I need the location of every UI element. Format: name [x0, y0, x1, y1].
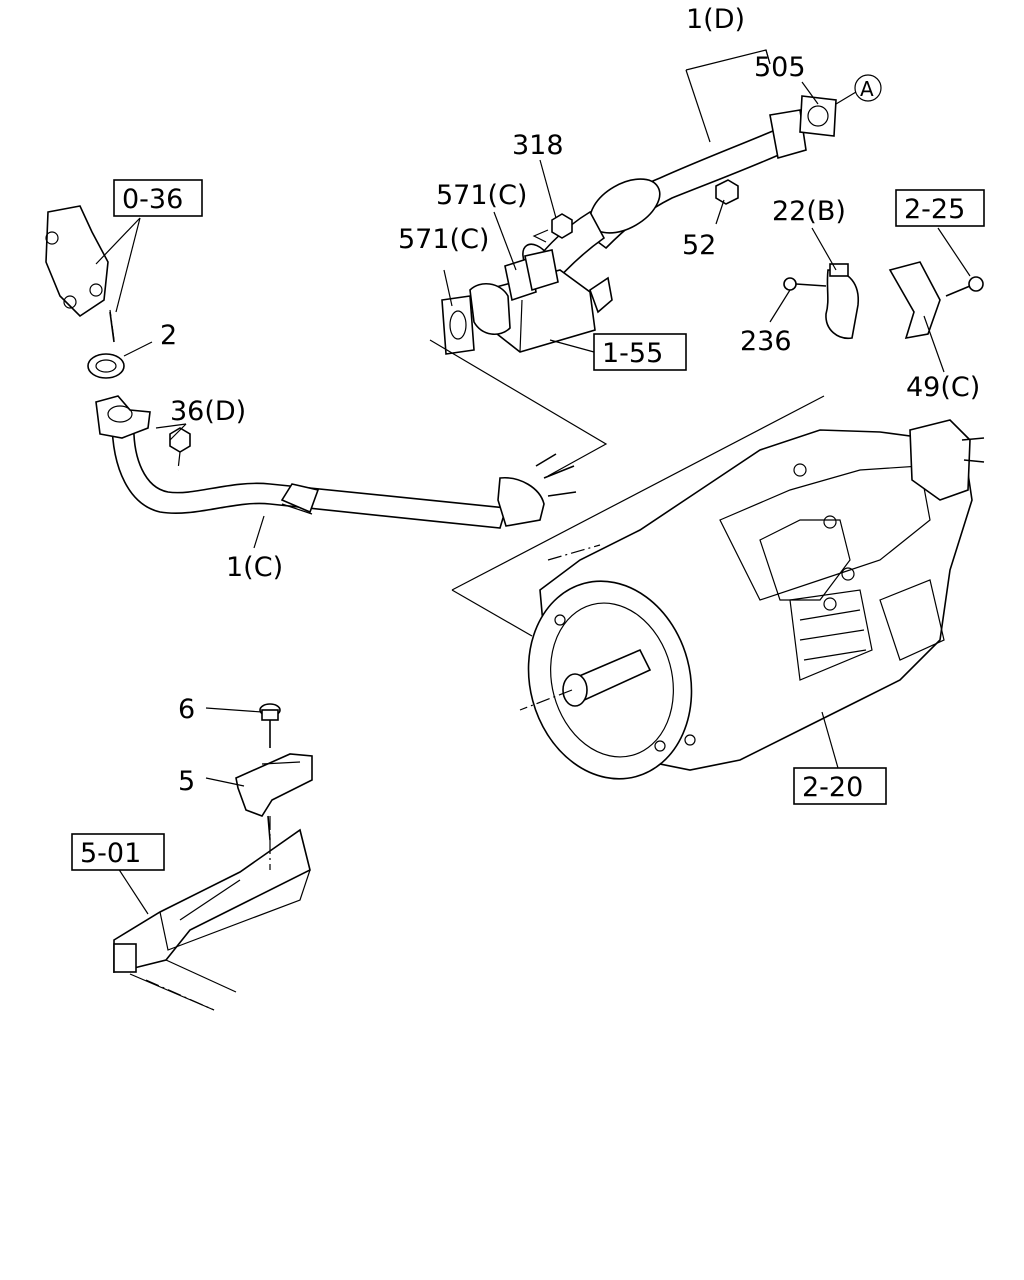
callout-6: 6: [178, 694, 195, 725]
callout-a-circle: [854, 74, 882, 102]
ref-0-36: 0-36: [122, 184, 183, 215]
ref-2-25: 2-25: [904, 194, 965, 225]
callout-505: 505: [754, 52, 806, 83]
transmission-2-20: [527, 419, 985, 780]
nut-36d: [169, 427, 191, 453]
gasket-2: [87, 353, 125, 379]
bolt-2-25: [945, 276, 984, 297]
nut-52: [715, 179, 739, 205]
callout-2: 2: [160, 320, 177, 351]
clamp-49c: [888, 261, 941, 340]
callout-571c-lower: 571(C): [398, 224, 489, 255]
ref-5-01: 5-01: [80, 838, 141, 869]
ref-box-2-20: [793, 767, 887, 805]
callout-36d: 36(D): [170, 396, 246, 427]
gasket-505: [799, 95, 837, 137]
gasket-571c-upper: [504, 249, 559, 302]
ref-box-1-55: [593, 333, 687, 371]
ref-box-5-01: [71, 833, 165, 871]
bracket-5: [235, 753, 313, 841]
callout-a: A: [860, 77, 874, 101]
gasket-571c-lower: [441, 295, 475, 355]
nut-318: [551, 213, 573, 239]
exhaust-manifold-0-36: [45, 205, 115, 343]
ref-box-0-36: [113, 179, 203, 217]
bolt-6: [259, 703, 281, 748]
callout-571c-upper: 571(C): [436, 180, 527, 211]
callout-49c: 49(C): [906, 372, 980, 403]
callout-labels: 1(D) 505 A 318 571(C) 571(C) 52 22(B) 23…: [160, 4, 980, 797]
ref-1-55: 1-55: [602, 338, 663, 369]
callout-236: 236: [740, 326, 792, 357]
callout-1d: 1(D): [686, 4, 745, 35]
ref-box-2-25: [895, 189, 985, 227]
reference-boxes: 0-36 2-25 1-55 2-20 5-01: [71, 179, 985, 871]
center-lines: [109, 309, 601, 1011]
callout-22b: 22(B): [772, 196, 846, 227]
bolt-236: [783, 277, 827, 291]
callout-318: 318: [512, 130, 564, 161]
exhaust-pipe-front-1c: [95, 395, 577, 529]
ref-2-20: 2-20: [802, 772, 863, 803]
callout-52: 52: [682, 230, 716, 261]
callout-1c: 1(C): [226, 552, 283, 583]
leader-lines: [95, 49, 971, 915]
callout-5: 5: [178, 766, 195, 797]
clamp-22b: [825, 263, 859, 339]
